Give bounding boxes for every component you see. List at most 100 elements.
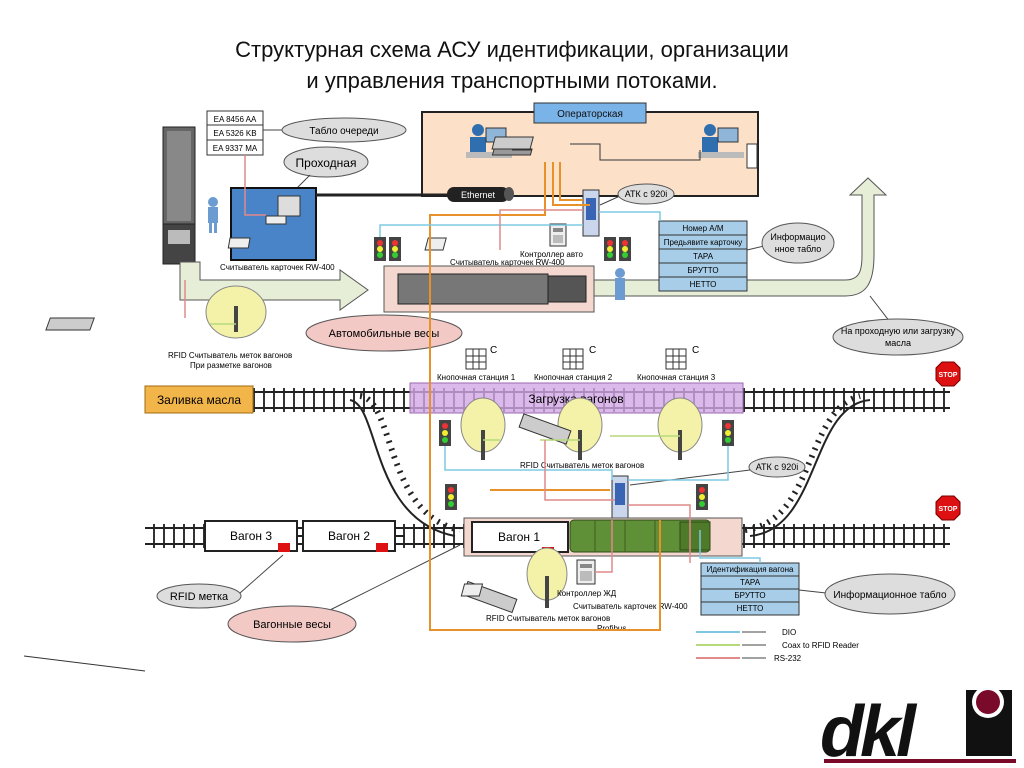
atk-bottom-label: АТК с 920i: [756, 462, 799, 472]
traffic-light-mid-right: [722, 420, 734, 446]
queue-plate-2: EA 5326 KB: [213, 129, 256, 138]
traffic-light-top-left: [374, 237, 401, 261]
controller-auto-icon: [549, 223, 567, 247]
railway-curves: [349, 393, 871, 537]
rfid-antenna-mid-3-icon: [657, 397, 703, 460]
rfid-tag-wagon-2: [376, 543, 388, 552]
wiring-coax: [210, 323, 680, 441]
atk-top-label: АТК с 920i: [625, 189, 668, 199]
rfid-antenna-bottom-icon: [526, 547, 568, 608]
reader-rw400-left-label: Считыватель карточек RW-400: [220, 263, 335, 272]
info-table-bottom-row-3: БРУТТО: [734, 591, 765, 600]
wagon-scales-callout: Вагонные весы: [227, 544, 461, 643]
info-board-top-callout: Информацио нное табло: [746, 222, 835, 264]
checkpoint-label: Проходная: [296, 156, 357, 170]
wagon-3: Вагон 3: [204, 520, 298, 552]
rfid-tag-callout: RFID метка: [156, 554, 284, 609]
profibus-label: Profibus: [597, 624, 626, 633]
reader-rw400-mid-label: Считыватель карточек RW-400: [450, 258, 565, 267]
info-table-top-row-1: Номер А/М: [682, 224, 723, 233]
controller-rail-label: Контроллер ЖД: [557, 589, 617, 598]
info-table-bottom-row-2: ТАРА: [740, 578, 761, 587]
rfid-antenna-left-icon: [205, 285, 267, 339]
controller-auto-label: Контроллер авто: [520, 250, 583, 259]
legend-rs232-label: RS-232: [774, 654, 802, 663]
queue-board-label: Табло очереди: [309, 125, 378, 137]
wagon-2: Вагон 2: [302, 520, 396, 552]
info-table-top-row-4: БРУТТО: [687, 266, 718, 275]
button-station-3-c: C: [692, 345, 699, 356]
info-board-bottom-label: Информационное табло: [833, 589, 947, 601]
info-table-bottom-row-4: НЕТТО: [737, 604, 764, 613]
button-station-2-label: Кнопочная станция 2: [534, 373, 613, 382]
queue-board-callout: Табло очереди: [263, 117, 407, 143]
checkpoint-booth: [227, 187, 317, 261]
wiring-dio: [379, 211, 761, 563]
truck-scales-platform: [383, 265, 595, 313]
info-board-top-label-line2: нное табло: [775, 244, 822, 254]
to-checkpoint-callout: На проходную или загрузку масла: [832, 295, 964, 356]
operator-room-label: Операторская: [557, 109, 623, 120]
wagon-1-label: Вагон 1: [498, 530, 540, 544]
dkl-logo: dkl: [820, 686, 1016, 768]
guard-person-icon: [208, 197, 218, 233]
queue-plate-1: EA 8456 AA: [214, 115, 257, 124]
wagon-3-label: Вагон 3: [230, 529, 272, 543]
stop-sign-top-text: STOP: [939, 372, 958, 379]
button-station-2-icon: C: [562, 345, 596, 370]
logo-text: dkl: [820, 692, 918, 768]
to-checkpoint-label-line1: На проходную или загрузку: [841, 326, 956, 336]
reader-rw400-bottom-label: Считыватель карточек RW-400: [573, 602, 688, 611]
atk-terminal-top-icon: [582, 189, 600, 237]
atk-bottom-callout: АТК с 920i: [629, 456, 806, 486]
traffic-light-lower-left: [445, 484, 457, 510]
truck-scales-label: Автомобильные весы: [329, 328, 440, 340]
button-station-2-c: C: [589, 345, 596, 356]
ethernet-label: Ethernet: [461, 190, 496, 200]
rfid-reader-marking-label-2: При разметке вагонов: [190, 361, 272, 370]
title-line-2: и управления транспортными потоками.: [306, 68, 718, 93]
button-station-3-icon: C: [665, 345, 699, 370]
controller-rail-icon: [576, 559, 596, 585]
wagon-2-label: Вагон 2: [328, 529, 370, 543]
wiring-rs232: [184, 155, 691, 573]
decorative-line: [23, 655, 146, 672]
atk-top-callout: АТК с 920i: [599, 183, 675, 206]
driver-person-icon: [615, 268, 625, 300]
button-station-1-c: C: [490, 345, 497, 356]
rfid-reader-bottom-label: RFID Считыватель меток вагонов: [486, 614, 610, 623]
button-station-1-label: Кнопочная станция 1: [437, 373, 516, 382]
wiring-profibus: [429, 162, 661, 631]
traffic-light-lower-right: [696, 484, 708, 510]
rfid-reader-mid-icon: [518, 413, 572, 445]
stop-sign-bottom-text: STOP: [939, 506, 958, 513]
atk-terminal-bottom-icon: [611, 475, 629, 521]
traffic-light-mid-left: [439, 420, 451, 446]
button-station-3-label: Кнопочная станция 3: [637, 373, 716, 382]
operator-workstation-right-icon: [698, 124, 744, 158]
stop-sign-top-icon: STOP: [935, 361, 961, 387]
traffic-light-top-right: [604, 237, 631, 261]
ethernet-bus: Ethernet: [316, 187, 514, 202]
rfid-antenna-mid-1-icon: [460, 397, 506, 460]
legend: DIO Coax to RFID Reader RS-232: [696, 628, 859, 663]
operator-room: Операторская: [421, 102, 759, 197]
to-checkpoint-label-line2: масла: [885, 338, 911, 348]
info-table-bottom: Идентификация вагона ТАРА БРУТТО НЕТТО: [700, 562, 800, 616]
legend-coax-label: Coax to RFID Reader: [782, 641, 859, 650]
rfid-reader-marking-label-1: RFID Считыватель меток вагонов: [168, 351, 292, 360]
checkpoint-callout: Проходная: [283, 146, 369, 191]
legend-dio-label: DIO: [782, 628, 796, 637]
info-table-top: Номер А/М Предьявите карточку ТАРА БРУТТ…: [658, 220, 748, 292]
oil-fill-zone: Заливка масла: [144, 385, 254, 414]
page-title: Структурная схема АСУ идентификации, орг…: [0, 34, 1024, 96]
info-table-bottom-row-1: Идентификация вагона: [707, 565, 794, 574]
wagon-scales-label: Вагонные весы: [253, 619, 331, 631]
rfid-reader-mid-label: RFID Считыватель меток вагонов: [520, 461, 644, 470]
locomotive-icon: [569, 519, 711, 553]
rfid-tag-label: RFID метка: [170, 591, 229, 603]
info-table-top-row-2: Предьявите карточку: [664, 238, 743, 247]
info-board-top-label-line1: Информацио: [770, 232, 825, 242]
title-line-1: Структурная схема АСУ идентификации, орг…: [235, 37, 789, 62]
